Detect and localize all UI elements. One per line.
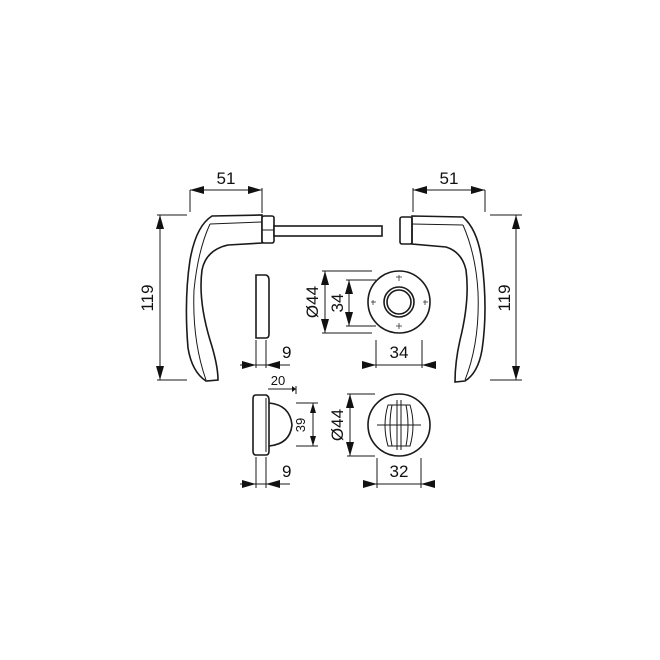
left-width-dimension: 51 [189, 169, 263, 213]
rose-side-view: 9 [240, 274, 291, 369]
dim-rose-inner: 34 [328, 294, 347, 313]
dim-left-width: 51 [217, 169, 236, 188]
right-width-dimension: 51 [412, 169, 486, 212]
dim-right-height: 119 [495, 284, 514, 311]
left-height-dimension: 119 [138, 214, 187, 381]
spindle [273, 225, 383, 237]
screw-markers [371, 275, 428, 329]
dim-right-width: 51 [440, 169, 459, 188]
right-height-dimension: 119 [490, 214, 522, 381]
dim-left-height: 119 [138, 284, 157, 311]
privacy-turn-side-view: 20 39 9 [240, 373, 318, 488]
dim-rose-thickness: 9 [282, 343, 291, 362]
privacy-turn-front-view: Ø44 32 [328, 393, 435, 488]
dim-turn-height: 39 [293, 418, 308, 432]
dim-turn-offset: 20 [271, 373, 285, 388]
dim-rose-diameter: Ø44 [303, 286, 322, 318]
dim-rose-width: 34 [390, 343, 409, 362]
left-lever-handle [185, 214, 275, 382]
right-lever-handle [399, 215, 486, 383]
rose-front-view: Ø44 34 34 [303, 270, 436, 369]
dim-turn-rose-diameter: Ø44 [328, 409, 347, 441]
dim-turn-rose-thickness: 9 [282, 462, 291, 481]
dim-turn-rose-width: 32 [390, 462, 409, 481]
